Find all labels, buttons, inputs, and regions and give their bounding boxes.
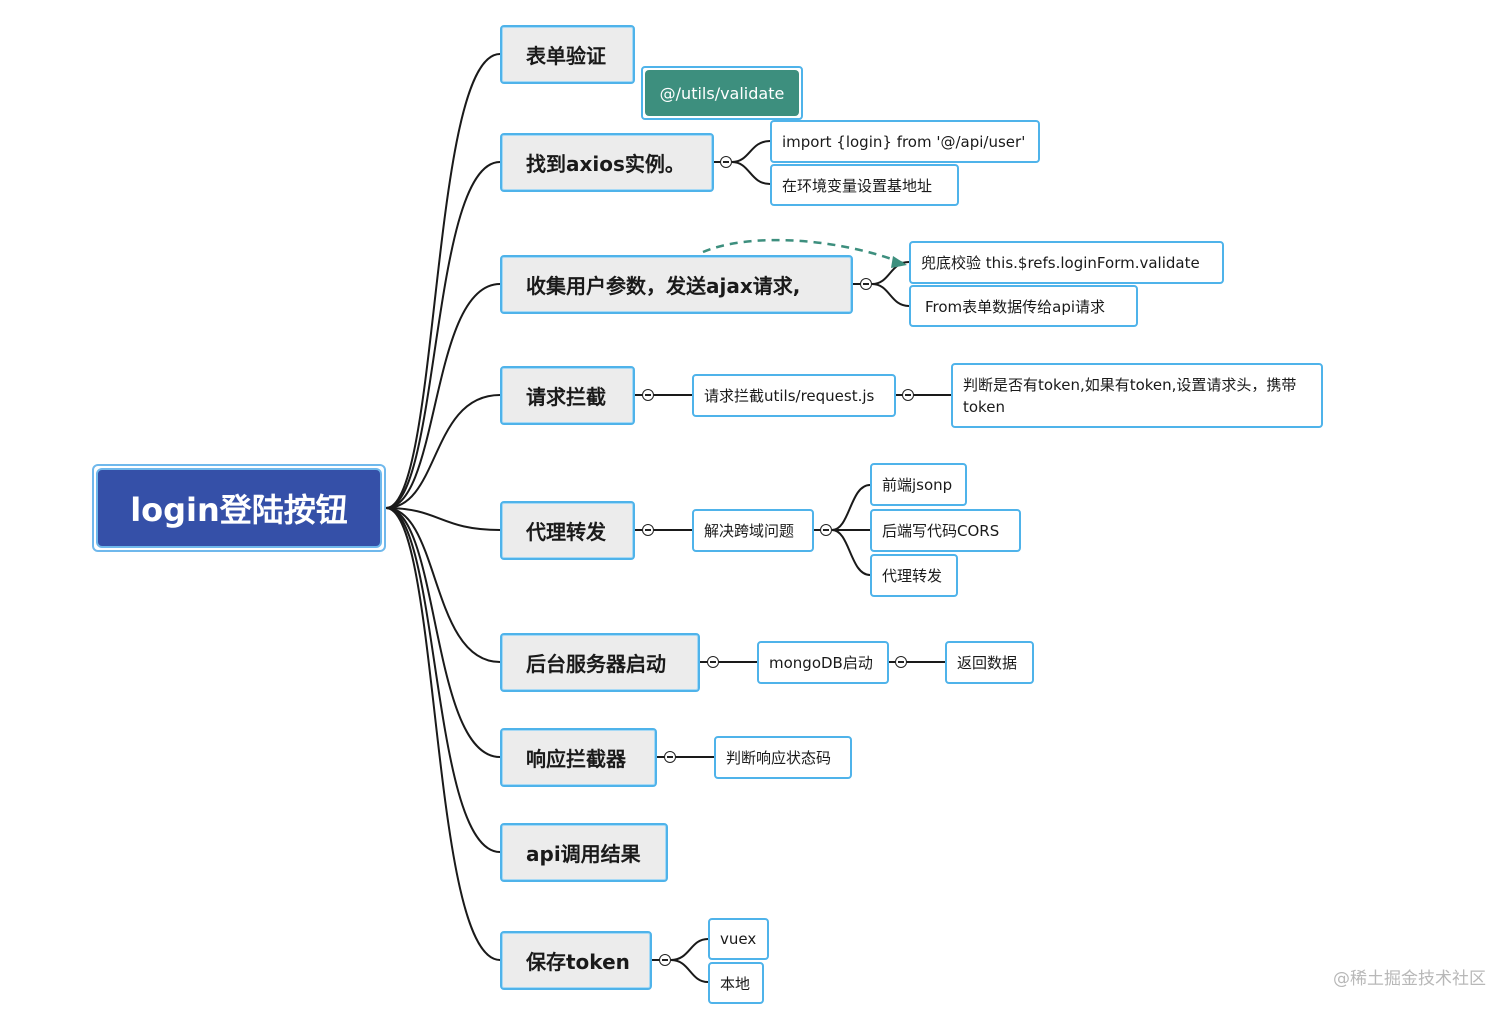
collapse-toggle-icon[interactable] [664,751,676,763]
leaf-label: From表单数据传给api请求 [925,297,1106,316]
leaf-label: 后端写代码CORS [882,522,1000,540]
tag-label: @/utils/validate [659,83,785,103]
branch-request-interceptor[interactable]: 请求拦截 [500,366,635,425]
leaf-form-to-api[interactable]: From表单数据传给api请求 [909,285,1138,327]
leaf-label: mongoDB启动 [769,654,873,672]
collapse-toggle-icon[interactable] [659,954,671,966]
leaf-token-header[interactable]: 判断是否有token,如果有token,设置请求头，携带token [951,363,1323,428]
root-label: login登陆按钮 [130,491,348,529]
branch-proxy-forward[interactable]: 代理转发 [500,501,635,560]
leaf-label: 判断是否有token,如果有token,设置请求头，携带token [963,375,1297,416]
leaf-env-baseurl[interactable]: 在环境变量设置基地址 [770,164,959,206]
leaf-label: 返回数据 [957,654,1018,672]
leaf-label: 请求拦截utils/request.js [704,387,875,405]
collapse-toggle-icon[interactable] [860,278,872,290]
branch-label: 保存token [526,950,630,974]
collapse-toggle-icon[interactable] [642,524,654,536]
branch-label: 请求拦截 [526,385,606,409]
branch-label: 代理转发 [526,520,606,544]
leaf-label: 兜底校验 this.$refs.loginForm.validate [921,254,1200,272]
leaf-import-login[interactable]: import {login} from '@/api/user' [770,120,1040,163]
leaf-proxy[interactable]: 代理转发 [870,554,958,597]
branch-response-interceptor[interactable]: 响应拦截器 [500,728,657,787]
branch-label: 表单验证 [526,44,606,68]
collapse-toggle-icon[interactable] [902,389,914,401]
root-node-frame [92,464,386,552]
leaf-label: 前端jsonp [882,476,953,494]
branch-save-token[interactable]: 保存token [500,931,652,990]
branch-axios-instance[interactable]: 找到axios实例。 [500,133,714,192]
leaf-label: 解决跨域问题 [704,522,795,540]
branch-api-result[interactable]: api调用结果 [500,823,668,882]
branch-label: api调用结果 [526,842,641,866]
leaf-fallback-validate[interactable]: 兜底校验 this.$refs.loginForm.validate [909,241,1224,284]
leaf-label: import {login} from '@/api/user' [782,132,1026,151]
validate-path-tag[interactable]: @/utils/validate [645,70,799,116]
leaf-status-code[interactable]: 判断响应状态码 [714,736,852,779]
branch-label: 响应拦截器 [526,747,626,771]
branch-label: 收集用户参数，发送ajax请求, [526,274,801,298]
leaf-cors[interactable]: 后端写代码CORS [870,509,1021,552]
branch-backend-start[interactable]: 后台服务器启动 [500,633,700,692]
leaf-vuex[interactable]: vuex [708,918,769,960]
collapse-toggle-icon[interactable] [642,389,654,401]
leaf-label: 判断响应状态码 [726,749,832,767]
branch-collect-params[interactable]: 收集用户参数，发送ajax请求, [500,255,853,314]
leaf-return-data[interactable]: 返回数据 [945,641,1034,684]
leaf-label: 代理转发 [882,567,943,585]
watermark: @稀土掘金技术社区 [1333,969,1486,989]
branch-label: 后台服务器启动 [526,652,666,676]
branch-form-validation[interactable]: 表单验证 [500,25,635,84]
leaf-label: vuex [720,930,757,948]
leaf-local[interactable]: 本地 [708,962,764,1004]
collapse-toggle-icon[interactable] [707,656,719,668]
collapse-toggle-icon[interactable] [720,156,732,168]
collapse-toggle-icon[interactable] [895,656,907,668]
leaf-cross-origin[interactable]: 解决跨域问题 [692,509,814,552]
leaf-label: 本地 [720,974,751,993]
leaf-request-file[interactable]: 请求拦截utils/request.js [692,374,896,417]
leaf-label: 在环境变量设置基地址 [782,176,933,195]
root-node[interactable]: login登陆按钮 [96,468,382,548]
leaf-mongodb[interactable]: mongoDB启动 [757,641,889,684]
branch-label: 找到axios实例。 [526,152,685,176]
tag-frame [641,66,803,120]
leaf-jsonp[interactable]: 前端jsonp [870,463,967,506]
collapse-toggle-icon[interactable] [820,524,832,536]
